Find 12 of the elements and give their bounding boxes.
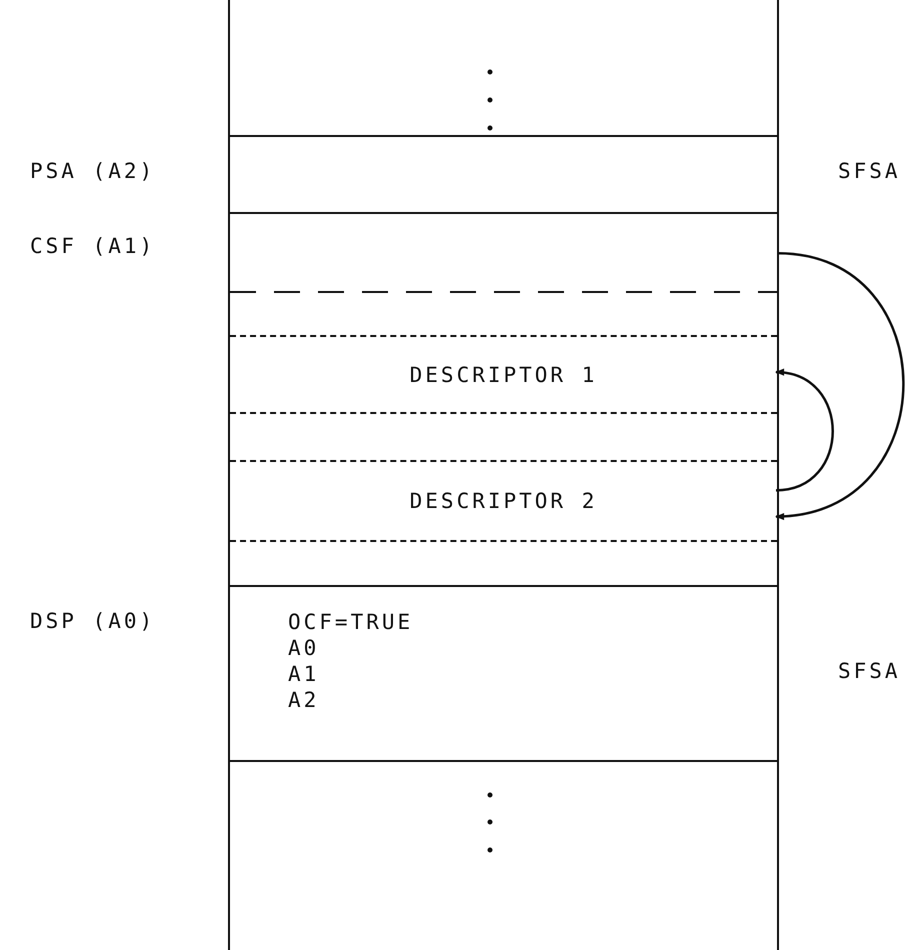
descriptor-slot (230, 335, 777, 414)
descriptor-label: DESCRIPTOR 2 (408, 489, 598, 513)
descriptor-label: DESCRIPTOR 1 (408, 362, 598, 386)
frame-label: CSF (A1) (30, 234, 156, 258)
area-label: SFSA (838, 659, 901, 683)
area-label: SFSA (838, 159, 901, 183)
curved-arrow (775, 370, 834, 492)
curved-arrow (775, 252, 904, 520)
frame-label: DSP (A0) (30, 609, 156, 633)
frame-label: PSA (A2) (30, 159, 156, 183)
descriptor-slot (230, 460, 777, 542)
field-list: OCF=TRUE A0 A1 A2 (288, 609, 414, 713)
